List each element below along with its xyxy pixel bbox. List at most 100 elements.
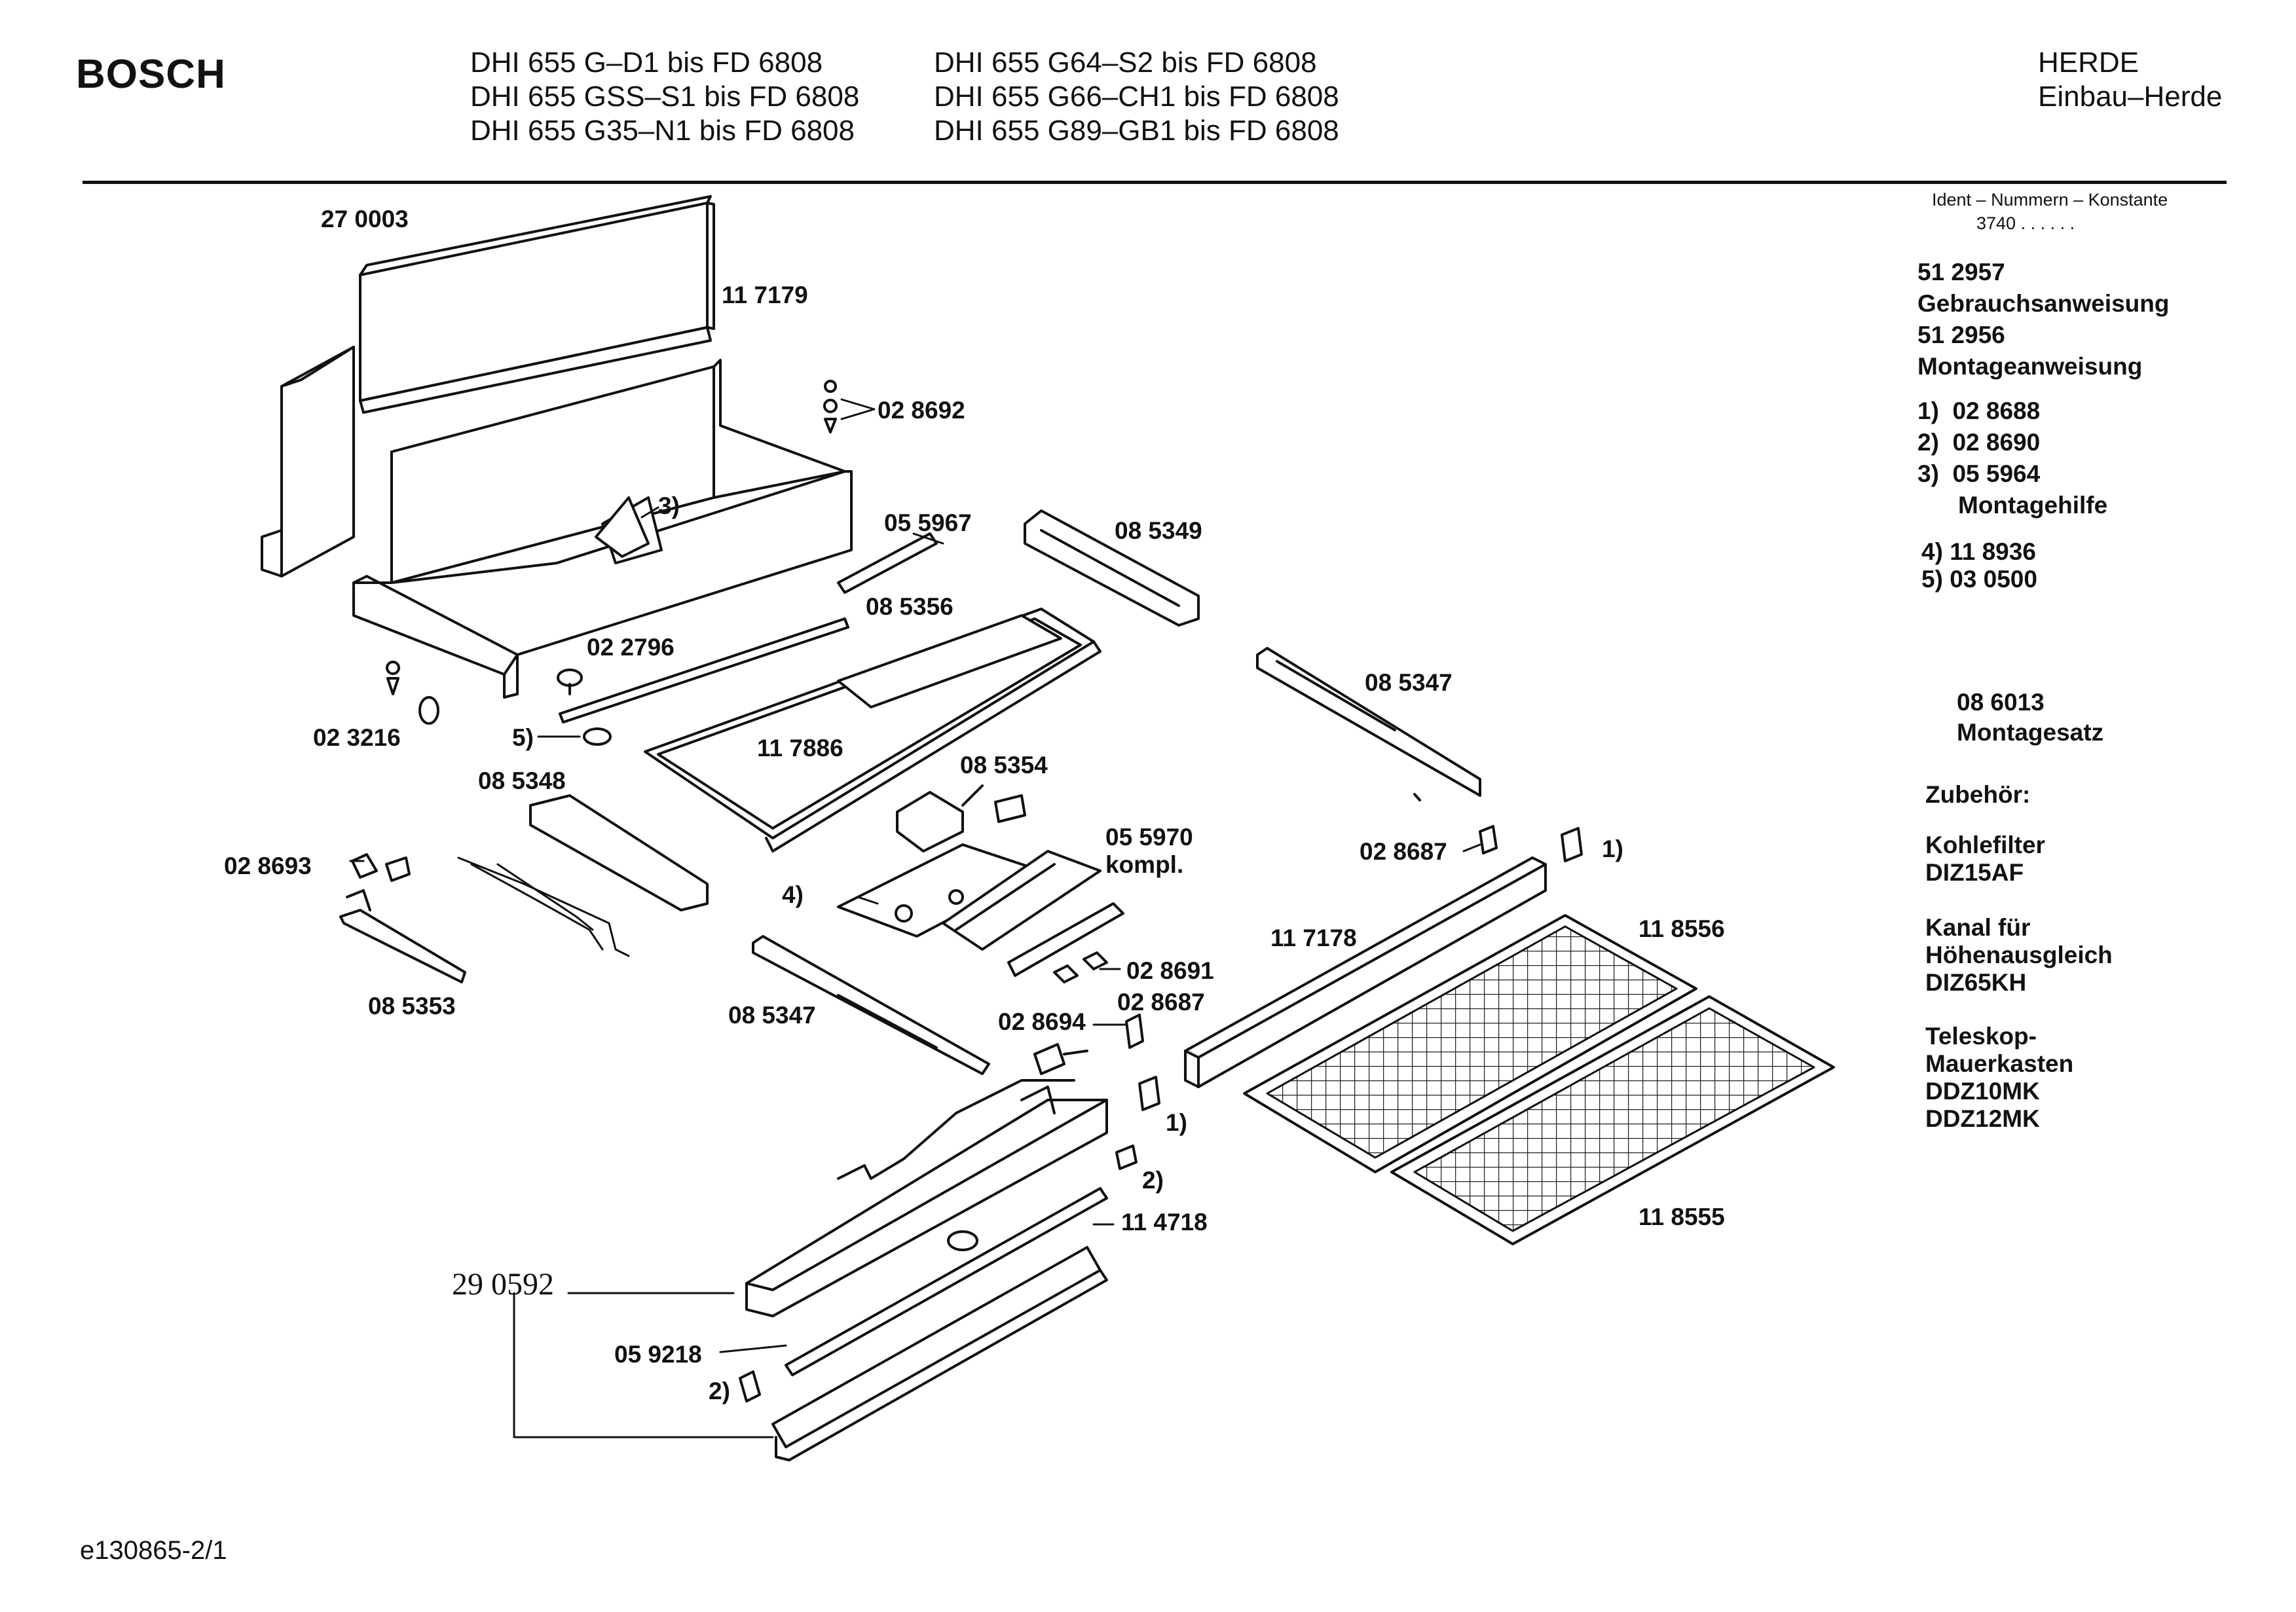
control-strip [1007, 902, 1124, 977]
note-ref: 1) [1917, 397, 1939, 424]
note-number: 11 8936 [1950, 538, 2036, 565]
label-085347-left: 08 5347 [728, 1002, 816, 1029]
accessory-group: Kohlefilter DIZ15AF [1925, 832, 2045, 887]
filter-118555 [1390, 995, 1835, 1245]
note-number: 02 8690 [1952, 429, 2041, 456]
kit-block: 08 6013 Montagesatz [1957, 687, 2103, 748]
accessory-group: Kanal für Höhenausgleich DIZ65KH [1925, 914, 2113, 997]
knob-022796 [557, 669, 583, 695]
label-028687-center: 02 8687 [1117, 989, 1205, 1016]
clip-028687b [1125, 1014, 1144, 1049]
label-028694: 02 8694 [998, 1008, 1086, 1035]
label-114718: 11 4718 [1121, 1209, 1208, 1236]
note-item: 3) 05 5964 [1917, 458, 2107, 490]
accessory-group: Teleskop- Mauerkasten DDZ10MK DDZ12MK [1925, 1023, 2073, 1133]
accessory-line: Mauerkasten [1925, 1050, 2074, 1077]
accessory-line: Teleskop- [1925, 1023, 2037, 1050]
label-ref-1a: 1) [1602, 835, 1623, 862]
rail-085347-left [752, 935, 990, 1075]
category-block: HERDE Einbau–Herde [2038, 46, 2222, 114]
label-ref-4: 4) [782, 881, 804, 908]
note-ref: 4) [1921, 538, 1943, 565]
label-118555: 11 8555 [1639, 1203, 1725, 1230]
clip-2b [739, 1370, 761, 1402]
accessory-line: DIZ15AF [1925, 859, 2024, 886]
lever-055967 [837, 532, 938, 594]
accessory-line: DDZ10MK [1925, 1078, 2040, 1105]
model-item: DHI 655 G89–GB1 bis FD 6808 [934, 115, 1339, 147]
note-item: 2) 02 8690 [1917, 427, 2107, 458]
doc-label: Montageanweisung [1917, 353, 2143, 380]
note-ref: 2) [1917, 429, 1939, 456]
lamp-holder-028693 [351, 853, 411, 882]
cable-harness [457, 856, 630, 957]
label-ref-3: 3) [658, 492, 680, 519]
label-085348: 08 5348 [478, 767, 566, 794]
label-028687-right: 02 8687 [1360, 838, 1447, 865]
label-085353: 08 5353 [368, 993, 456, 1019]
model-list-2: DHI 655 G64–S2 bis FD 6808 DHI 655 G66–C… [934, 46, 1339, 148]
accessory-line: Höhenausgleich [1925, 942, 2113, 968]
label-ref-2a: 2) [1142, 1167, 1164, 1194]
tube-114718 [785, 1187, 1108, 1376]
notes-block-b: 4) 11 8936 5) 03 0500 [1921, 538, 2037, 593]
ident-heading: Ident – Nummern – Konstante [1932, 190, 2168, 210]
label-028692: 02 8692 [878, 397, 965, 424]
switch-085354 [896, 784, 1026, 852]
label-028691: 02 8691 [1126, 957, 1214, 984]
note-item: 4) 11 8936 [1921, 538, 2037, 566]
label-028693: 02 8693 [224, 852, 312, 879]
filter-clip-1b [1138, 1076, 1160, 1111]
control-unit-055970 [942, 850, 1102, 951]
accessory-line: DDZ12MK [1925, 1105, 2040, 1132]
label-118556: 11 8556 [1639, 915, 1725, 942]
rail-085349 [1024, 509, 1200, 627]
mounting-aid [595, 496, 650, 558]
notes-block: 1) 02 8688 2) 02 8690 3) 05 5964 Montage… [1917, 395, 2107, 521]
model-item: DHI 655 GSS–S1 bis FD 6808 [470, 81, 860, 113]
trim-085348 [529, 794, 709, 911]
label-055967: 05 5967 [884, 509, 972, 536]
label-kompl: kompl. [1105, 851, 1184, 878]
filter-118556 [1243, 914, 1697, 1173]
label-055970: 05 5970 [1105, 824, 1193, 851]
bracket-085353 [339, 889, 466, 983]
frame-117886 [644, 608, 1102, 852]
model-item: DHI 655 G–D1 bis FD 6808 [470, 46, 823, 79]
label-059218: 05 9218 [614, 1341, 702, 1368]
label-ref-2b: 2) [709, 1378, 730, 1404]
docs-block: 51 2957 Gebrauchsanweisung 51 2956 Monta… [1917, 257, 2170, 382]
label-117179: 11 7179 [722, 282, 808, 308]
back-panel-270003 [359, 195, 715, 414]
doc-label: Gebrauchsanweisung [1917, 290, 2170, 317]
ident-value: 3740 . . . . . . [1976, 213, 2075, 233]
front-rail-059218 [771, 1246, 1108, 1461]
kit-label: Montagesatz [1957, 719, 2104, 746]
doc-number: 51 2956 [1917, 321, 2005, 348]
note-number: 05 5964 [1952, 460, 2041, 487]
note-item: 5) 03 0500 [1921, 566, 2037, 593]
label-023216: 02 3216 [313, 724, 401, 751]
label-ref-1b: 1) [1166, 1109, 1187, 1136]
filter-clip-1a [1561, 827, 1583, 862]
accessory-line: Kanal für [1925, 914, 2031, 941]
label-ref-5: 5) [512, 724, 534, 751]
drawing-id: e130865-2/1 [80, 1536, 227, 1565]
knobs-028691 [1053, 951, 1108, 983]
label-085347-right: 08 5347 [1365, 669, 1453, 696]
note-ref: 5) [1921, 566, 1943, 593]
screw-set-028692 [823, 380, 838, 433]
clip-028687a [1479, 825, 1498, 854]
category-title: HERDE [2038, 46, 2139, 79]
note-ref: 3) [1917, 460, 1939, 487]
label-117886: 11 7886 [757, 735, 843, 761]
accessory-line: Kohlefilter [1925, 832, 2045, 858]
rail-085356 [559, 617, 849, 724]
screw-small [1413, 793, 1421, 801]
screw-023216 [386, 661, 439, 725]
model-item: DHI 655 G64–S2 bis FD 6808 [934, 46, 1317, 79]
note-number: 02 8688 [1952, 397, 2041, 424]
accessory-line: DIZ65KH [1925, 969, 2027, 996]
model-item: DHI 655 G35–N1 bis FD 6808 [470, 115, 855, 147]
